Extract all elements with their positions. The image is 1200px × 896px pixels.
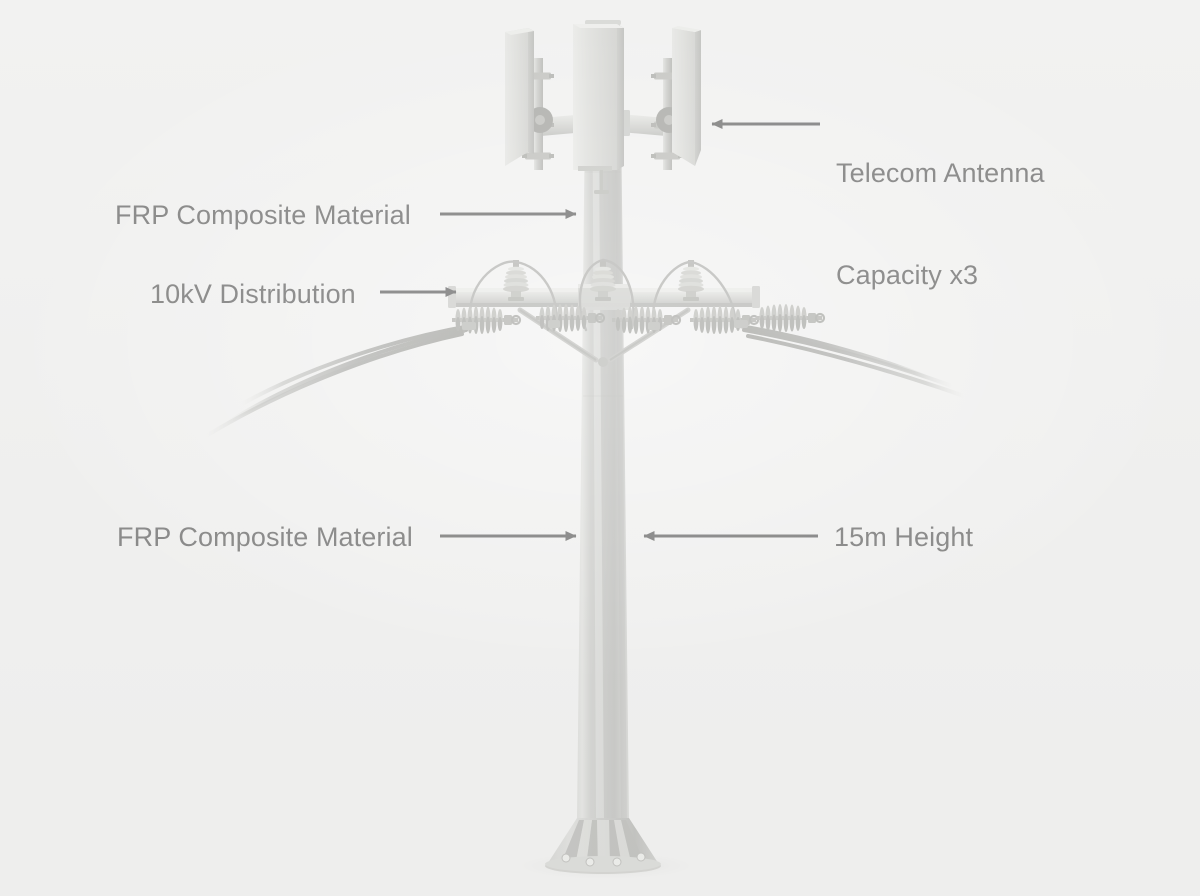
label-telecom-antenna-line1: Telecom Antenna bbox=[836, 158, 1045, 188]
conductor-left-3 bbox=[204, 332, 464, 438]
conductor-clamps bbox=[462, 320, 748, 330]
jumper-loop-4 bbox=[601, 258, 635, 330]
label-10kv-distribution: 10kV Distribution bbox=[150, 279, 356, 309]
crossarm-assembly bbox=[448, 258, 826, 367]
label-frp-composite-lower: FRP Composite Material bbox=[117, 522, 413, 552]
label-15m-height: 15m Height bbox=[834, 522, 974, 552]
jumper-loop-6 bbox=[689, 260, 738, 326]
conductor-left-1 bbox=[240, 324, 472, 406]
pole-base-flange bbox=[545, 818, 661, 874]
left-antenna-panel bbox=[505, 28, 534, 166]
conductor-right-3 bbox=[746, 334, 966, 398]
conductor-left-2 bbox=[226, 328, 468, 424]
conductor-right-2 bbox=[742, 328, 954, 388]
label-telecom-antenna-line2: Capacity x3 bbox=[836, 260, 979, 290]
label-frp-composite-upper: FRP Composite Material bbox=[115, 200, 411, 230]
label-telecom-antenna: Telecom Antenna Capacity x3 bbox=[836, 88, 1045, 360]
frp-composite-pole bbox=[577, 20, 629, 822]
right-antenna-panel bbox=[672, 26, 701, 166]
center-antenna-panel bbox=[573, 24, 624, 194]
antenna-assembly bbox=[505, 24, 701, 194]
anchor-bolts bbox=[561, 852, 646, 867]
conductor-lines-group bbox=[204, 324, 966, 438]
